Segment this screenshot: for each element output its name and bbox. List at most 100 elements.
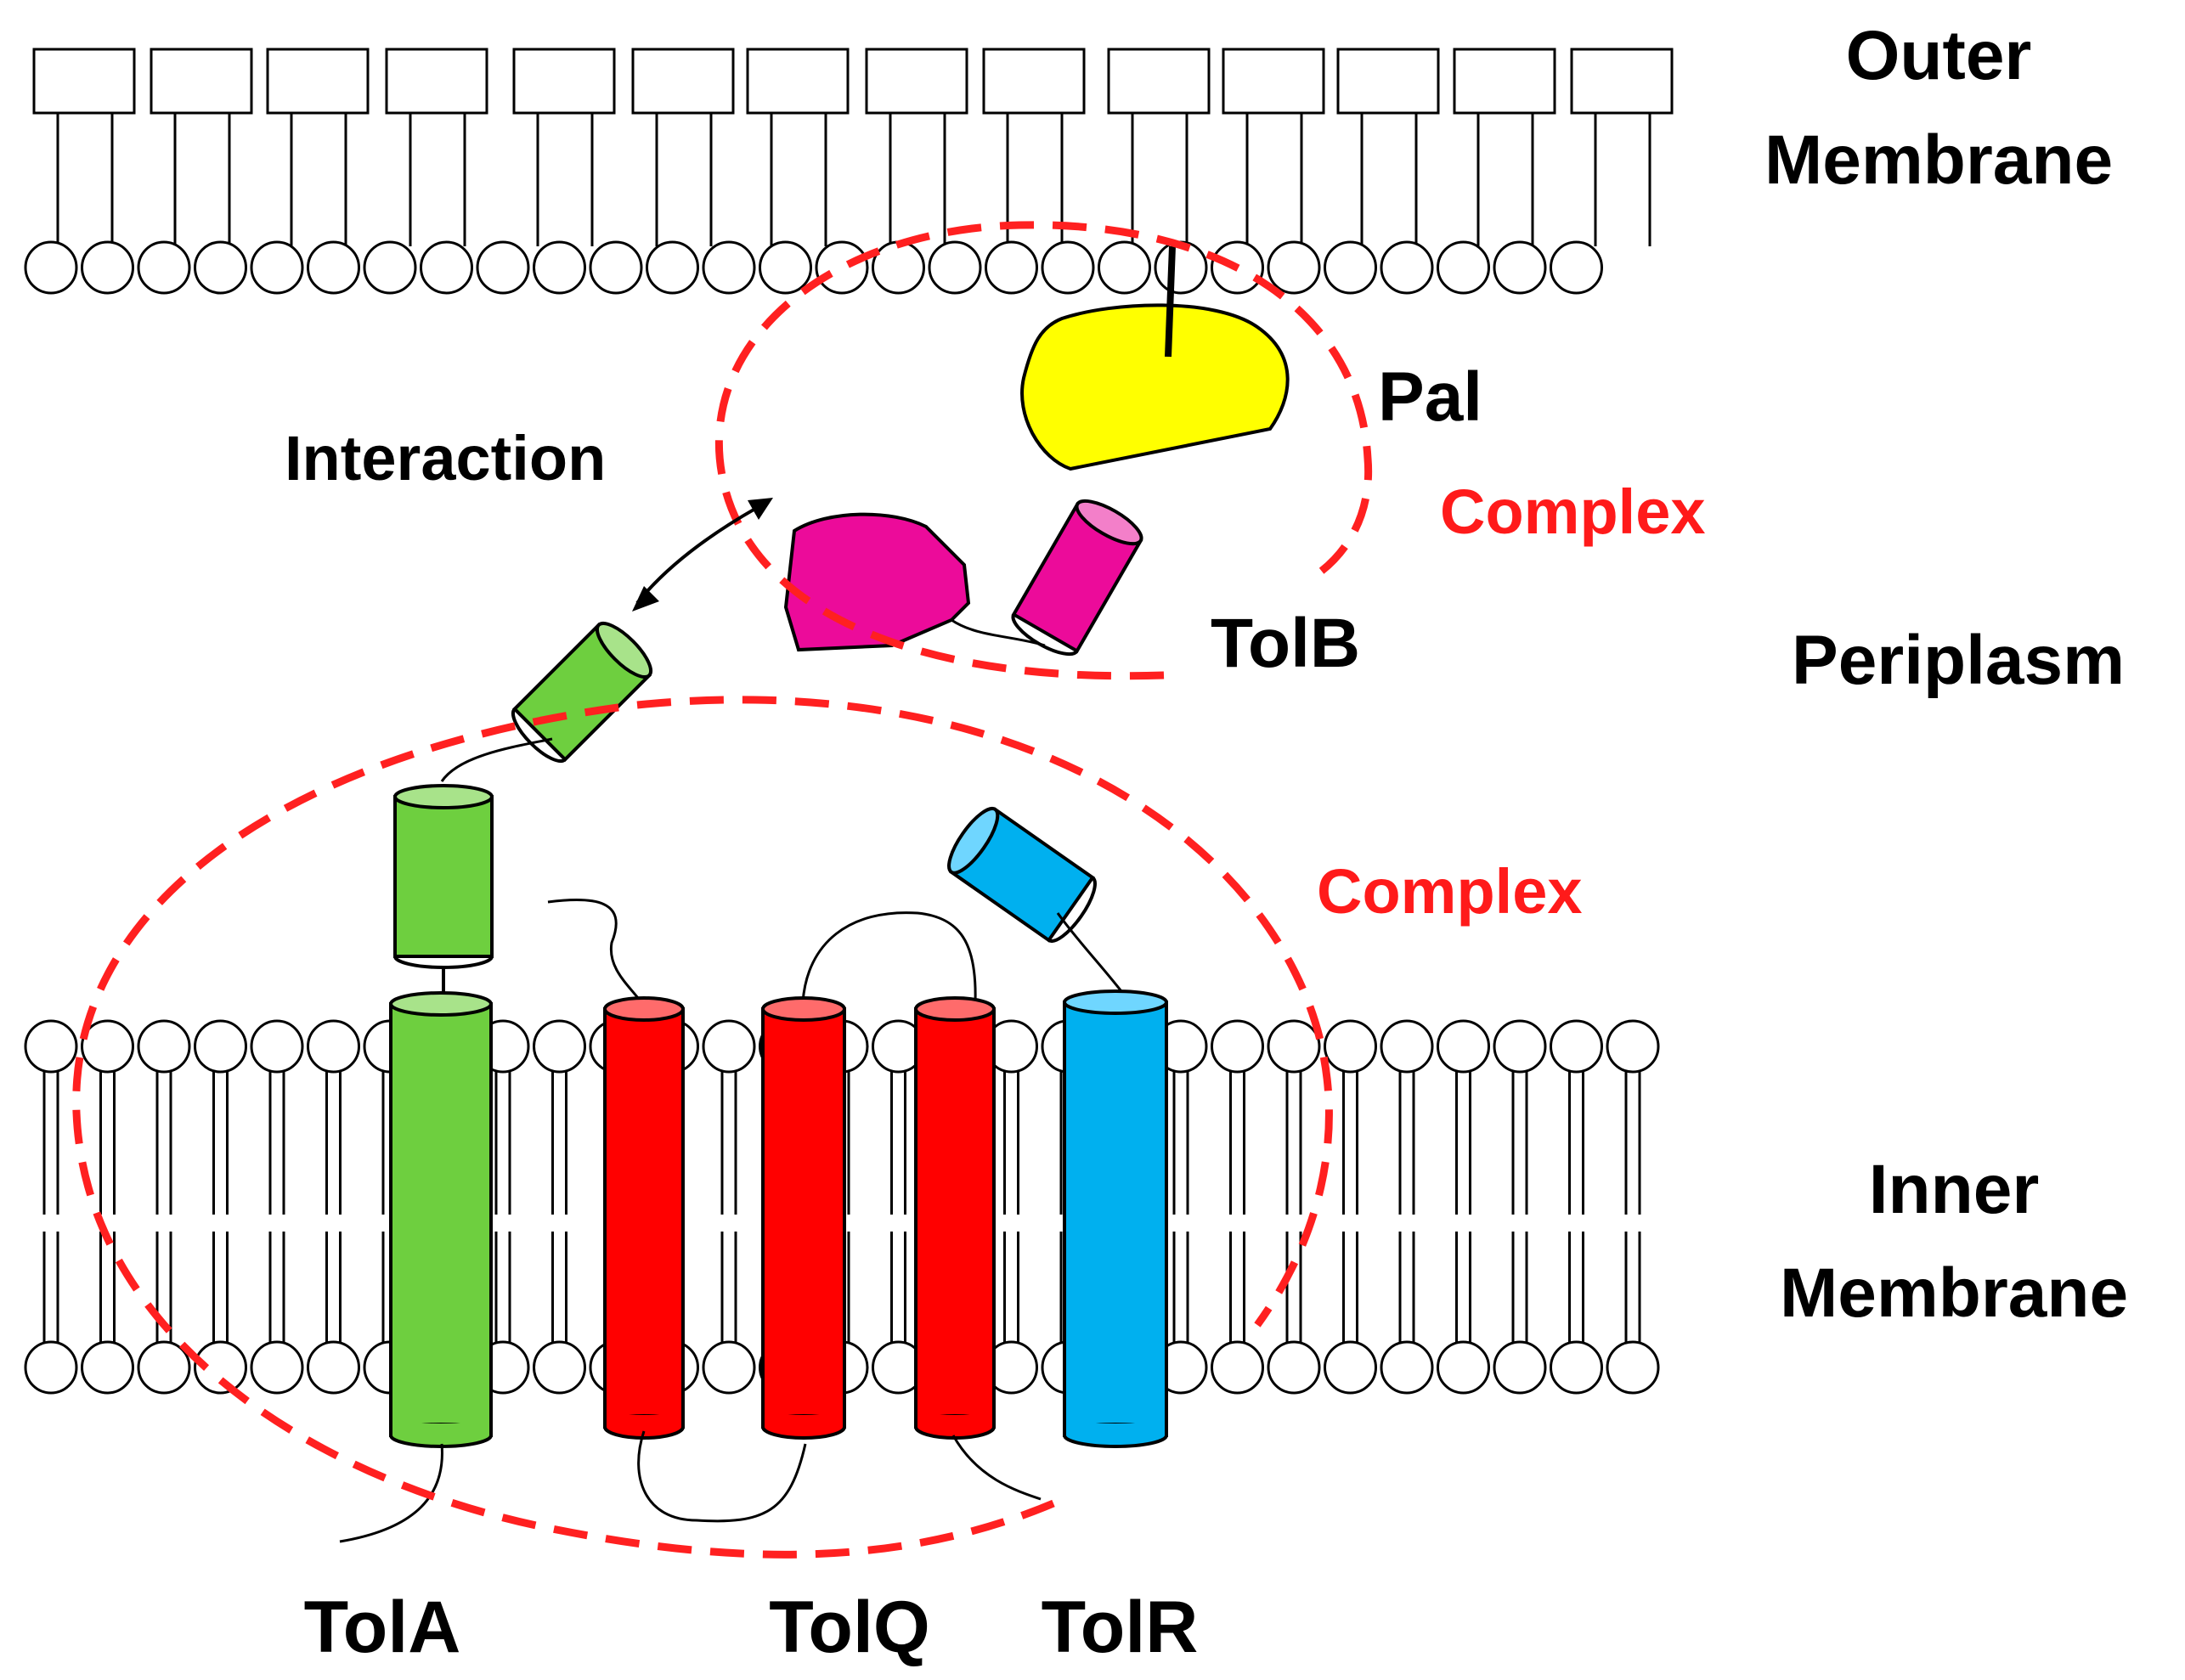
lps-headgroup xyxy=(746,48,850,115)
lipid-headgroup xyxy=(1154,240,1208,295)
lps-headgroup xyxy=(1107,48,1211,115)
lipid-headgroup-top xyxy=(1267,1019,1321,1074)
lipid-headgroup-bottom xyxy=(1324,1340,1377,1395)
tola-label: TolA xyxy=(304,1587,461,1668)
lps-headgroup xyxy=(385,48,488,115)
lipid-headgroup xyxy=(985,240,1038,295)
periplasm-label: Periplasm xyxy=(1792,622,2125,699)
lipid-headgroup-top xyxy=(1324,1019,1377,1074)
inner-membrane-label-line2: Membrane xyxy=(1780,1254,2128,1332)
lipid-headgroup-top xyxy=(1550,1019,1603,1074)
lipid-headgroup-top xyxy=(1380,1019,1434,1074)
lipid-headgroup-bottom xyxy=(1493,1340,1547,1395)
lps-headgroup xyxy=(1570,48,1674,115)
lipid-headgroup xyxy=(420,240,473,295)
lps-headgroup xyxy=(631,48,735,115)
lipid-headgroup-bottom xyxy=(1437,1340,1490,1395)
lipid-headgroup xyxy=(24,240,78,295)
lipid-headgroup xyxy=(1550,240,1603,295)
lipid-headgroup-top xyxy=(533,1019,586,1074)
lipid-headgroup-top xyxy=(250,1019,304,1074)
interaction-label: Interaction xyxy=(285,423,606,493)
lipid-headgroup xyxy=(1098,240,1151,295)
lipid-headgroup xyxy=(646,240,699,295)
complex-label-upper: Complex xyxy=(1440,476,1706,547)
tolq-tm-helix-3 xyxy=(914,996,996,1440)
lipid-headgroup-top xyxy=(81,1019,134,1074)
lipid-headgroup xyxy=(1041,240,1095,295)
lipid-headgroup-bottom xyxy=(250,1340,304,1395)
tola-tm-helix xyxy=(389,991,493,1448)
inner-membrane-label-line1: Inner xyxy=(1869,1151,2039,1228)
tolb-protein xyxy=(783,499,1143,657)
lipid-headgroup-top xyxy=(24,1019,78,1074)
lipid-headgroup-top xyxy=(194,1019,247,1074)
lipid-headgroup-bottom xyxy=(1606,1340,1660,1395)
interaction-arrow xyxy=(632,498,773,612)
lipid-headgroup-bottom xyxy=(702,1340,756,1395)
lipid-headgroup xyxy=(363,240,417,295)
lipid-headgroup-bottom xyxy=(24,1340,78,1395)
lps-headgroup xyxy=(266,48,370,115)
lipid-headgroup-bottom xyxy=(81,1340,134,1395)
lipid-headgroup xyxy=(81,240,134,295)
tola-periplasmic-domain xyxy=(511,621,653,764)
lipid-headgroup xyxy=(759,240,812,295)
tolq-tm-helix-1 xyxy=(603,996,685,1440)
lipid-headgroup xyxy=(1324,240,1377,295)
pal-protein xyxy=(1020,245,1290,471)
lps-headgroup xyxy=(1222,48,1325,115)
lipid-headgroup-top xyxy=(1606,1019,1660,1074)
pal-lipid-anchor xyxy=(1165,245,1176,358)
lps-headgroup xyxy=(1336,48,1440,115)
tola-middle-domain xyxy=(393,784,494,998)
lipid-headgroup-bottom xyxy=(307,1340,360,1395)
lipid-headgroup xyxy=(1437,240,1490,295)
lipid-headgroup-top xyxy=(1493,1019,1547,1074)
complex-label-lower: Complex xyxy=(1317,856,1583,927)
lipid-headgroup-top xyxy=(1437,1019,1490,1074)
lipid-headgroup xyxy=(137,240,191,295)
lps-headgroup xyxy=(982,48,1086,115)
lipid-headgroup xyxy=(476,240,530,295)
tolb-label: TolB xyxy=(1211,605,1360,682)
lipid-headgroup-bottom xyxy=(194,1340,247,1395)
lipid-headgroup-top xyxy=(702,1019,756,1074)
outer-membrane xyxy=(24,48,1674,295)
tolq-label: TolQ xyxy=(769,1587,929,1668)
lipid-headgroup-top xyxy=(1211,1019,1264,1074)
lipid-headgroup xyxy=(1267,240,1321,295)
lipid-headgroup-bottom xyxy=(1211,1340,1264,1395)
lipid-headgroup-bottom xyxy=(1550,1340,1603,1395)
lipid-headgroup xyxy=(307,240,360,295)
lipid-headgroup xyxy=(194,240,247,295)
outer-membrane-label-line1: Outer xyxy=(1846,17,2032,94)
lipid-headgroup-bottom xyxy=(1267,1340,1321,1395)
lps-headgroup xyxy=(150,48,253,115)
lipid-headgroup-bottom xyxy=(137,1340,191,1395)
lipid-headgroup xyxy=(928,240,982,295)
lps-headgroup xyxy=(1453,48,1556,115)
lipid-headgroup xyxy=(533,240,586,295)
lps-headgroup xyxy=(512,48,616,115)
lipid-headgroup-bottom xyxy=(533,1340,586,1395)
lipid-headgroup xyxy=(702,240,756,295)
complex-outline-lower xyxy=(72,696,1333,1559)
lipid-headgroup xyxy=(250,240,304,295)
lipid-headgroup-bottom xyxy=(1380,1340,1434,1395)
outer-membrane-label-line2: Membrane xyxy=(1764,121,2113,199)
tolr-periplasmic-domain xyxy=(947,806,1097,943)
lipid-headgroup-top xyxy=(307,1019,360,1074)
tolr-tm-helix xyxy=(1063,989,1168,1448)
complex-outline-upper xyxy=(714,221,1373,680)
lipid-headgroup xyxy=(872,240,925,295)
lipid-headgroup xyxy=(589,240,643,295)
pal-label: Pal xyxy=(1378,358,1482,436)
lipid-headgroup xyxy=(815,240,869,295)
lipid-headgroup xyxy=(1380,240,1434,295)
lps-headgroup xyxy=(32,48,136,115)
tolr-label: TolR xyxy=(1042,1587,1199,1668)
tolq-tm-helix-2 xyxy=(761,996,846,1440)
lipid-headgroup-top xyxy=(137,1019,191,1074)
